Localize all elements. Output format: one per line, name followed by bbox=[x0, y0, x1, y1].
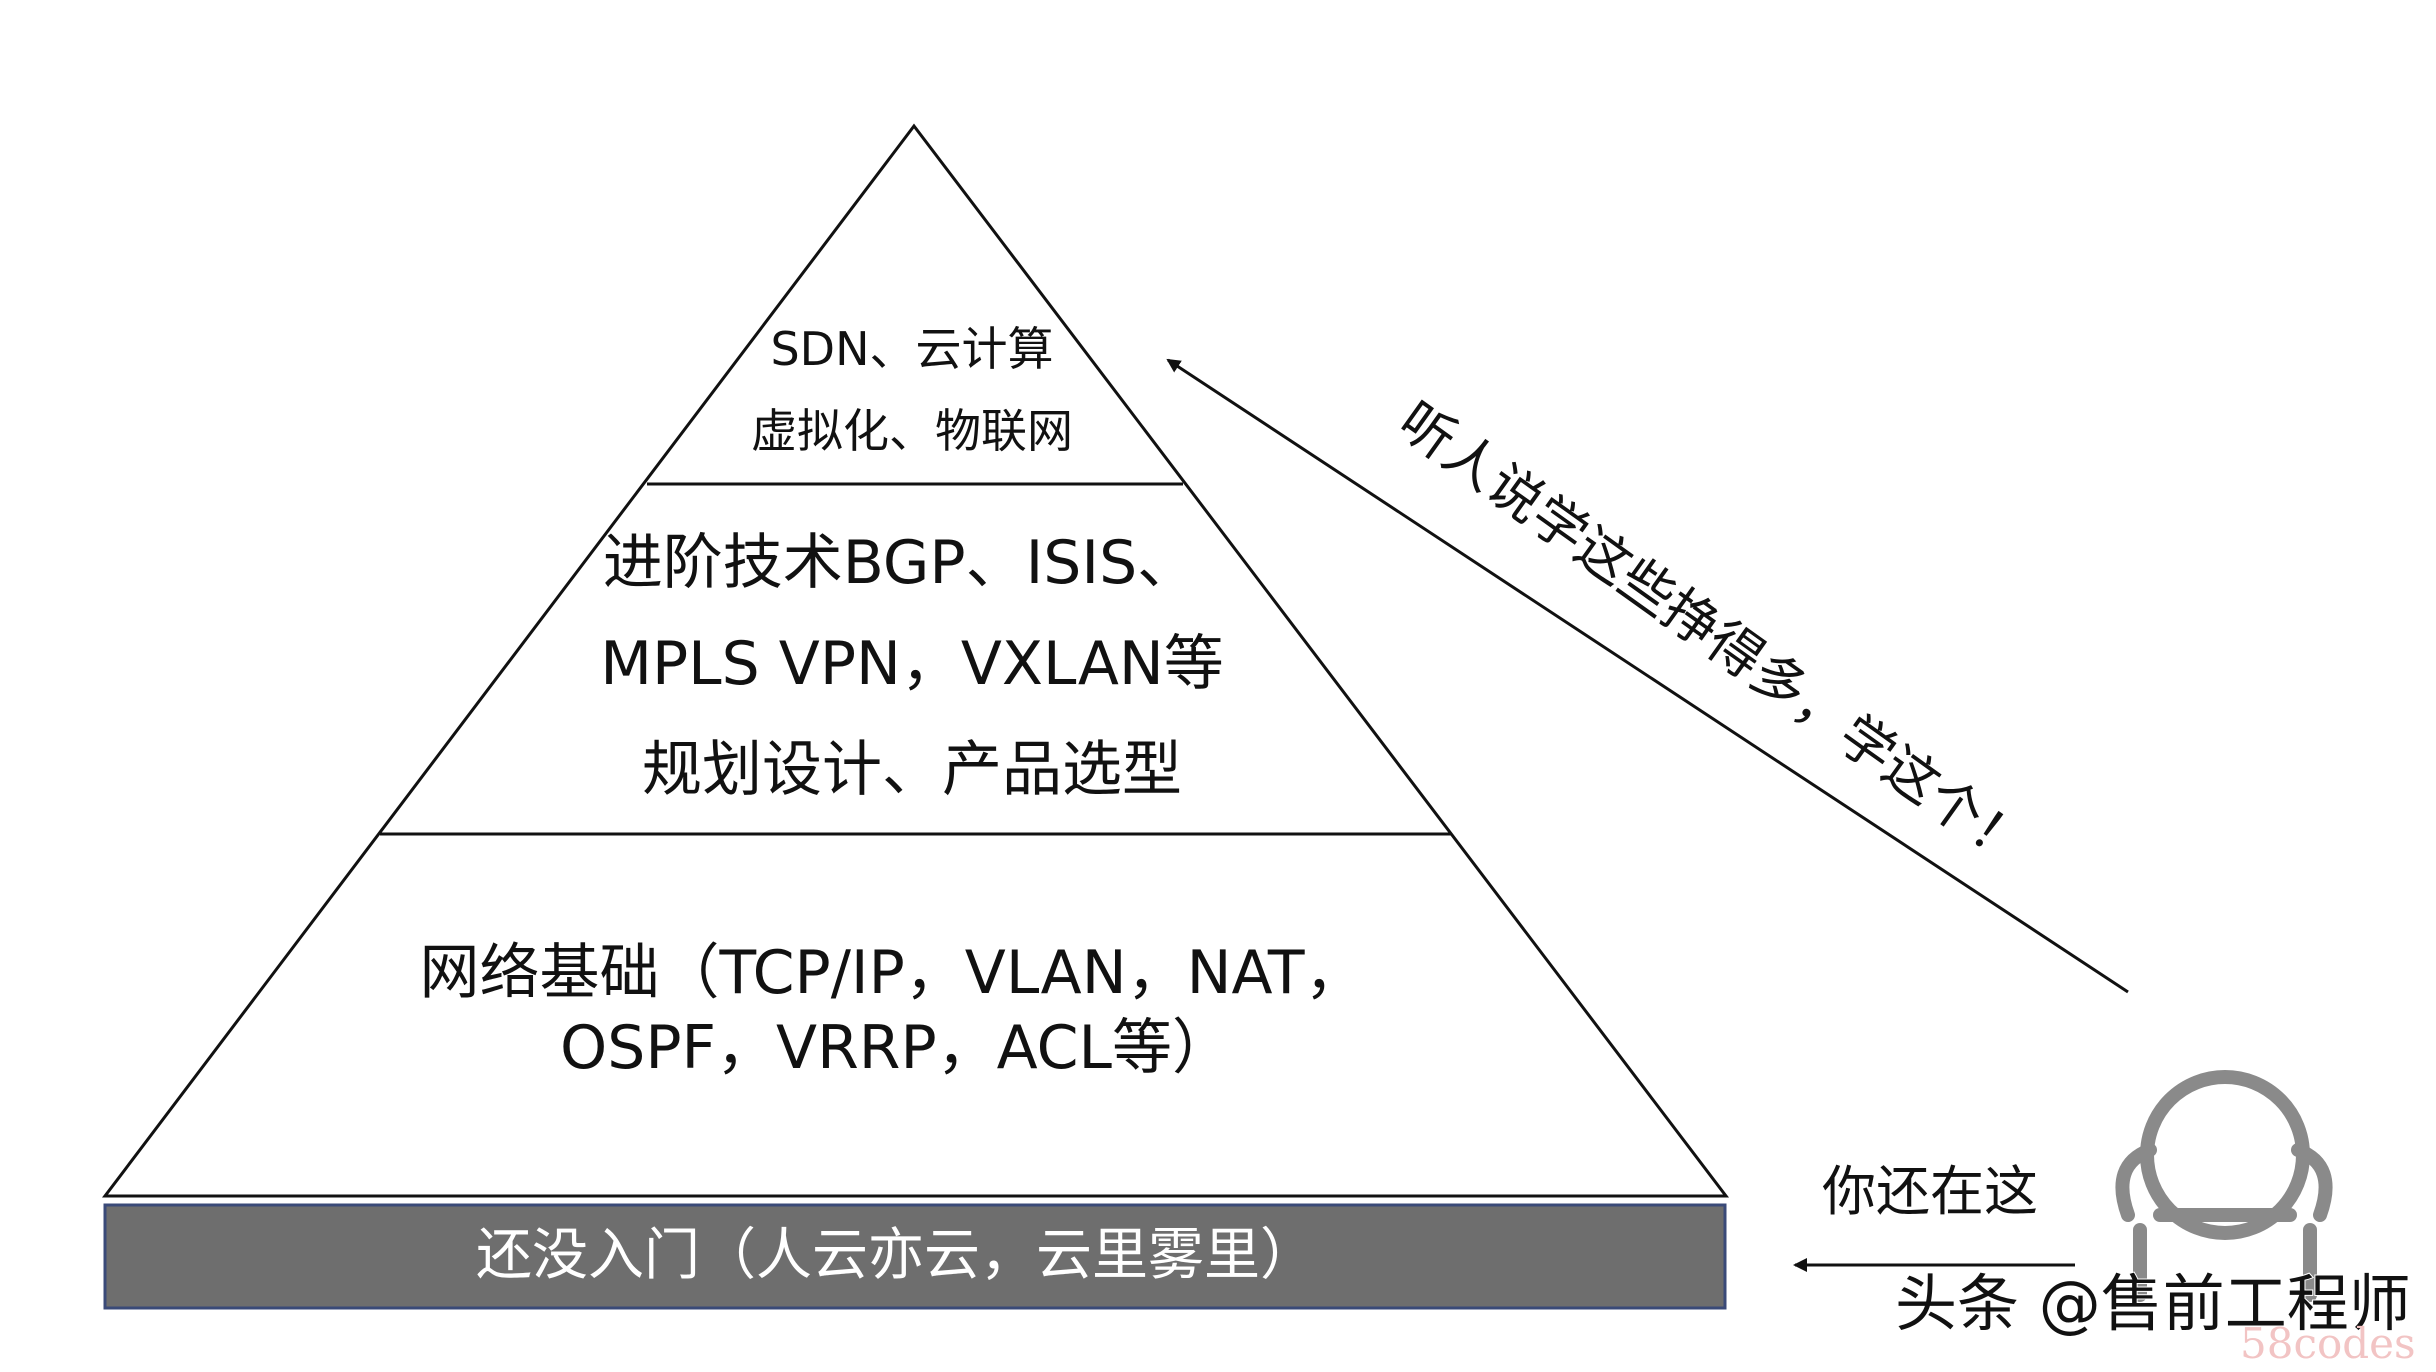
bottom-tier-line-1: 网络基础（TCP/IP，VLAN，NAT， bbox=[420, 938, 1365, 1008]
person-arms-up-icon bbox=[2115, 1070, 2333, 1302]
top-tier-line-1: SDN、云计算 bbox=[770, 322, 1053, 376]
toutiao-watermark: 头条 @售前工程师 bbox=[1895, 1267, 2411, 1340]
middle-tier-line-1: 进阶技术BGP、ISIS、 bbox=[603, 528, 1197, 598]
pyramid-outline bbox=[101, 123, 1730, 1198]
base-bar-label: 还没入门（人云亦云，云里雾里） bbox=[476, 1223, 1316, 1288]
upper-arrow-text: 听人说学这些挣得多，学这个！ bbox=[1387, 389, 2039, 879]
site-watermark: 58codes bbox=[2240, 1319, 2416, 1368]
base-bar bbox=[103, 1203, 1727, 1310]
upper-arrow bbox=[1166, 358, 2129, 994]
middle-tier-line-2: MPLS VPN，VXLAN等 bbox=[600, 629, 1224, 699]
lower-arrow-text: 你还在这 bbox=[1822, 1160, 2038, 1223]
middle-tier-line-3: 规划设计、产品选型 bbox=[642, 735, 1182, 805]
bottom-tier-line-2: OSPF，VRRP，ACL等） bbox=[560, 1013, 1232, 1083]
top-tier-line-2: 虚拟化、物联网 bbox=[751, 404, 1073, 458]
